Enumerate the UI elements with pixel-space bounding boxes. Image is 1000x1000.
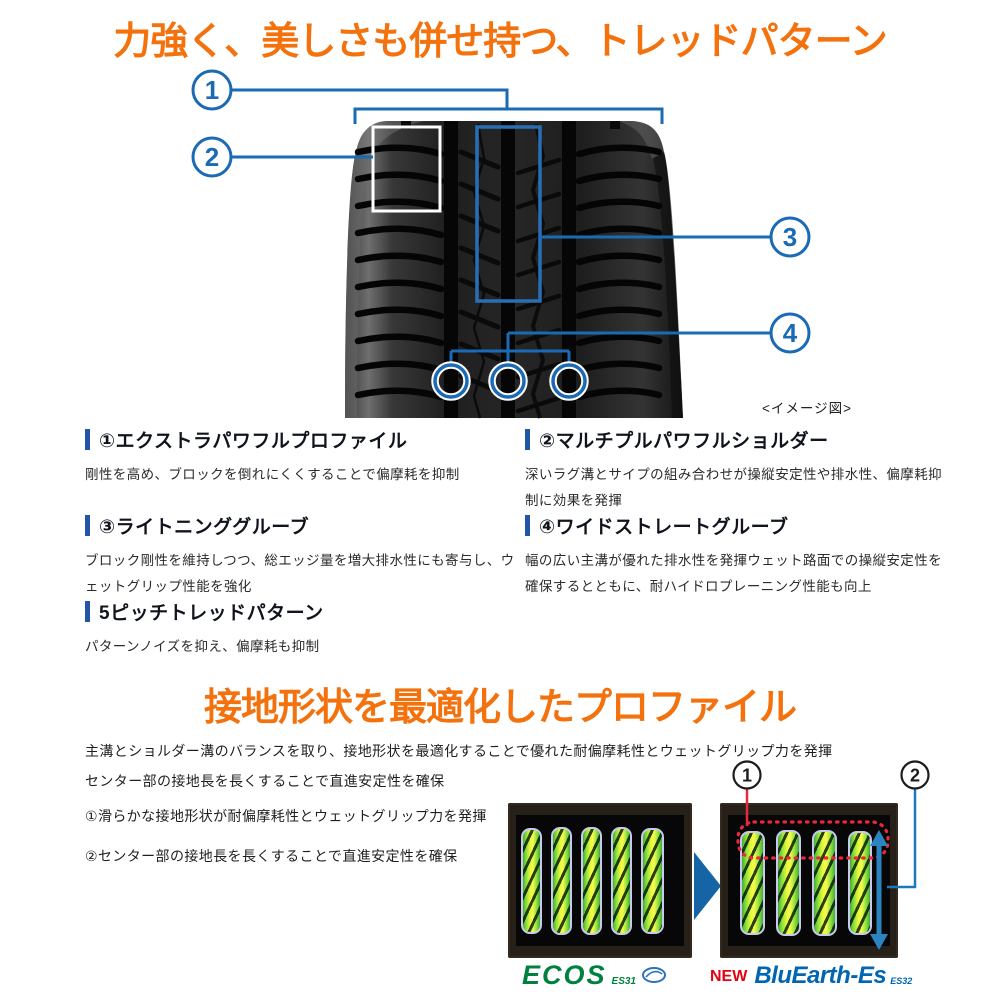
bluearth-model-text: ES32 xyxy=(890,976,913,986)
contact-patch-before-screen xyxy=(516,815,684,946)
callout-1 xyxy=(191,69,664,124)
feature-title: 5ピッチトレッドパターン xyxy=(99,603,324,624)
contact-patch-figure: 1 2 ECOS ES31 NEW BluEarth-Es xyxy=(490,760,980,1000)
center-rib-highlight-box xyxy=(475,125,542,303)
tire-photo xyxy=(345,121,683,419)
profile-intro: 主溝とショルダー溝のバランスを取り、接地形状を最適化することで優れた耐偏摩耗性と… xyxy=(85,736,955,796)
profile-point-2: ②センター部の接地長を長くすることで直進安定性を確保 xyxy=(85,848,458,864)
feature-desc: パターンノイズを抑え、偏摩耗も抑制 xyxy=(85,639,320,654)
callout-3-circle xyxy=(769,216,811,258)
callout-3 xyxy=(540,216,811,258)
feature-desc: ブロック剛性を維持しつつ、総エッジ量を増大排水性にも寄与し、ウェットグリップ性能… xyxy=(85,553,515,595)
profile-callout-2-circle xyxy=(900,760,930,790)
feature-bar xyxy=(85,429,90,450)
rib-a-zigzag-sipe xyxy=(472,123,486,419)
profile-points: ①滑らかな接地形状が耐偏摩耗性とウェットグリップ力を発揮 ②センター部の接地長を… xyxy=(85,806,545,886)
feature-item-3: ③ライトニンググルーブ ブロック剛性を維持しつつ、総エッジ量を増大排水性にも寄与… xyxy=(85,512,515,601)
tread-figure: 1 2 3 xyxy=(0,60,1000,430)
feature-item-1: ①エクストラパワフルプロファイル 剛性を高め、ブロックを倒れにくくすることで偏摩… xyxy=(85,426,515,488)
heat-rib xyxy=(740,831,765,935)
feature-desc: 剛性を高め、ブロックを倒れにくくすることで偏摩耗を抑制 xyxy=(85,467,460,482)
feature-item-4: ④ワイドストレートグルーブ 幅の広い主溝が優れた排水性を発揮ウェット路面での操縦… xyxy=(525,512,955,601)
ecos-model-text: ES31 xyxy=(611,976,636,987)
bluearth-logo: NEW BluEarth-Es ES32 xyxy=(710,964,912,988)
callout-4 xyxy=(449,312,811,365)
feature-bar xyxy=(525,429,530,450)
ecos-logo: ECOS ES31 xyxy=(522,962,667,989)
rib-b-zigzag-sipe xyxy=(530,123,546,419)
tread-figure-svg: 1 2 3 xyxy=(191,69,852,419)
callout-2-number: 2 xyxy=(205,142,219,172)
shoulder-highlight-box xyxy=(371,125,442,213)
feature-desc: 深いラグ溝とサイプの組み合わせが操縦安定性や排水性、偏摩耗抑制に効果を発揮 xyxy=(525,467,942,509)
feature-item-2: ②マルチプルパワフルショルダー 深いラグ溝とサイプの組み合わせが操縦安定性や排水… xyxy=(525,426,955,515)
new-tag: NEW xyxy=(710,968,748,985)
profile-callout-2-number: 2 xyxy=(910,766,920,786)
heat-rib xyxy=(812,830,837,936)
heat-rib xyxy=(848,831,872,935)
feature-desc: 幅の広い主溝が優れた排水性を発揮ウェット路面での操縦安定性を確保するとともに、耐… xyxy=(525,553,942,595)
callout-4-circle xyxy=(769,312,811,354)
callout-3-number: 3 xyxy=(783,222,797,252)
profile-section-heading: 接地形状を最適化したプロファイル xyxy=(203,687,797,729)
profile-point-1: ①滑らかな接地形状が耐偏摩耗性とウェットグリップ力を発揮 xyxy=(85,808,487,824)
feature-title: ④ワイドストレートグルーブ xyxy=(539,517,789,538)
heat-rib xyxy=(581,827,602,935)
profile-callout-1-circle xyxy=(732,760,762,790)
callout-4-number: 4 xyxy=(783,318,798,348)
callout-2 xyxy=(191,136,373,178)
heat-rib xyxy=(641,828,664,934)
main-grooves xyxy=(444,122,576,418)
profile-callout-1-number: 1 xyxy=(742,766,752,786)
figure-caption: <イメージ図> xyxy=(762,401,852,416)
heat-rib xyxy=(551,827,572,935)
eco-badge-icon xyxy=(641,966,667,989)
heat-rib xyxy=(521,828,542,934)
callout-4-groove-rings xyxy=(431,361,589,401)
contact-patch-before-image xyxy=(508,803,692,958)
tread-section-heading: 力強く、美しさも併せ持つ、トレッドパターン xyxy=(113,21,888,63)
heat-rib xyxy=(611,827,632,935)
feature-bar xyxy=(85,601,90,622)
feature-item-5: 5ピッチトレッドパターン パターンノイズを抑え、偏摩耗も抑制 xyxy=(85,598,515,660)
feature-title: ①エクストラパワフルプロファイル xyxy=(99,431,408,452)
callout-1-number: 1 xyxy=(205,75,219,105)
feature-list: ①エクストラパワフルプロファイル 剛性を高め、ブロックを倒れにくくすることで偏摩… xyxy=(85,426,965,666)
feature-title: ②マルチプルパワフルショルダー xyxy=(539,431,829,452)
feature-bar xyxy=(85,515,90,536)
right-shoulder-lugs xyxy=(575,144,663,401)
before-after-arrow xyxy=(694,852,721,920)
feature-bar xyxy=(525,515,530,536)
profile-intro-line2: センター部の接地長を長くすることで直進安定性を確保 xyxy=(85,773,445,789)
bluearth-brand-text: BluEarth-Es xyxy=(754,962,887,989)
ecos-brand-text: ECOS xyxy=(522,960,607,990)
contact-patch-after-screen xyxy=(728,815,890,946)
profile-intro-line1: 主溝とショルダー溝のバランスを取り、接地形状を最適化することで優れた耐偏摩耗性と… xyxy=(85,743,833,759)
callout-1-bracket xyxy=(353,107,664,124)
heat-rib xyxy=(776,830,801,936)
feature-title: ③ライトニンググルーブ xyxy=(99,517,310,538)
contact-patch-after-image xyxy=(720,803,898,958)
left-shoulder-lugs xyxy=(354,144,445,401)
